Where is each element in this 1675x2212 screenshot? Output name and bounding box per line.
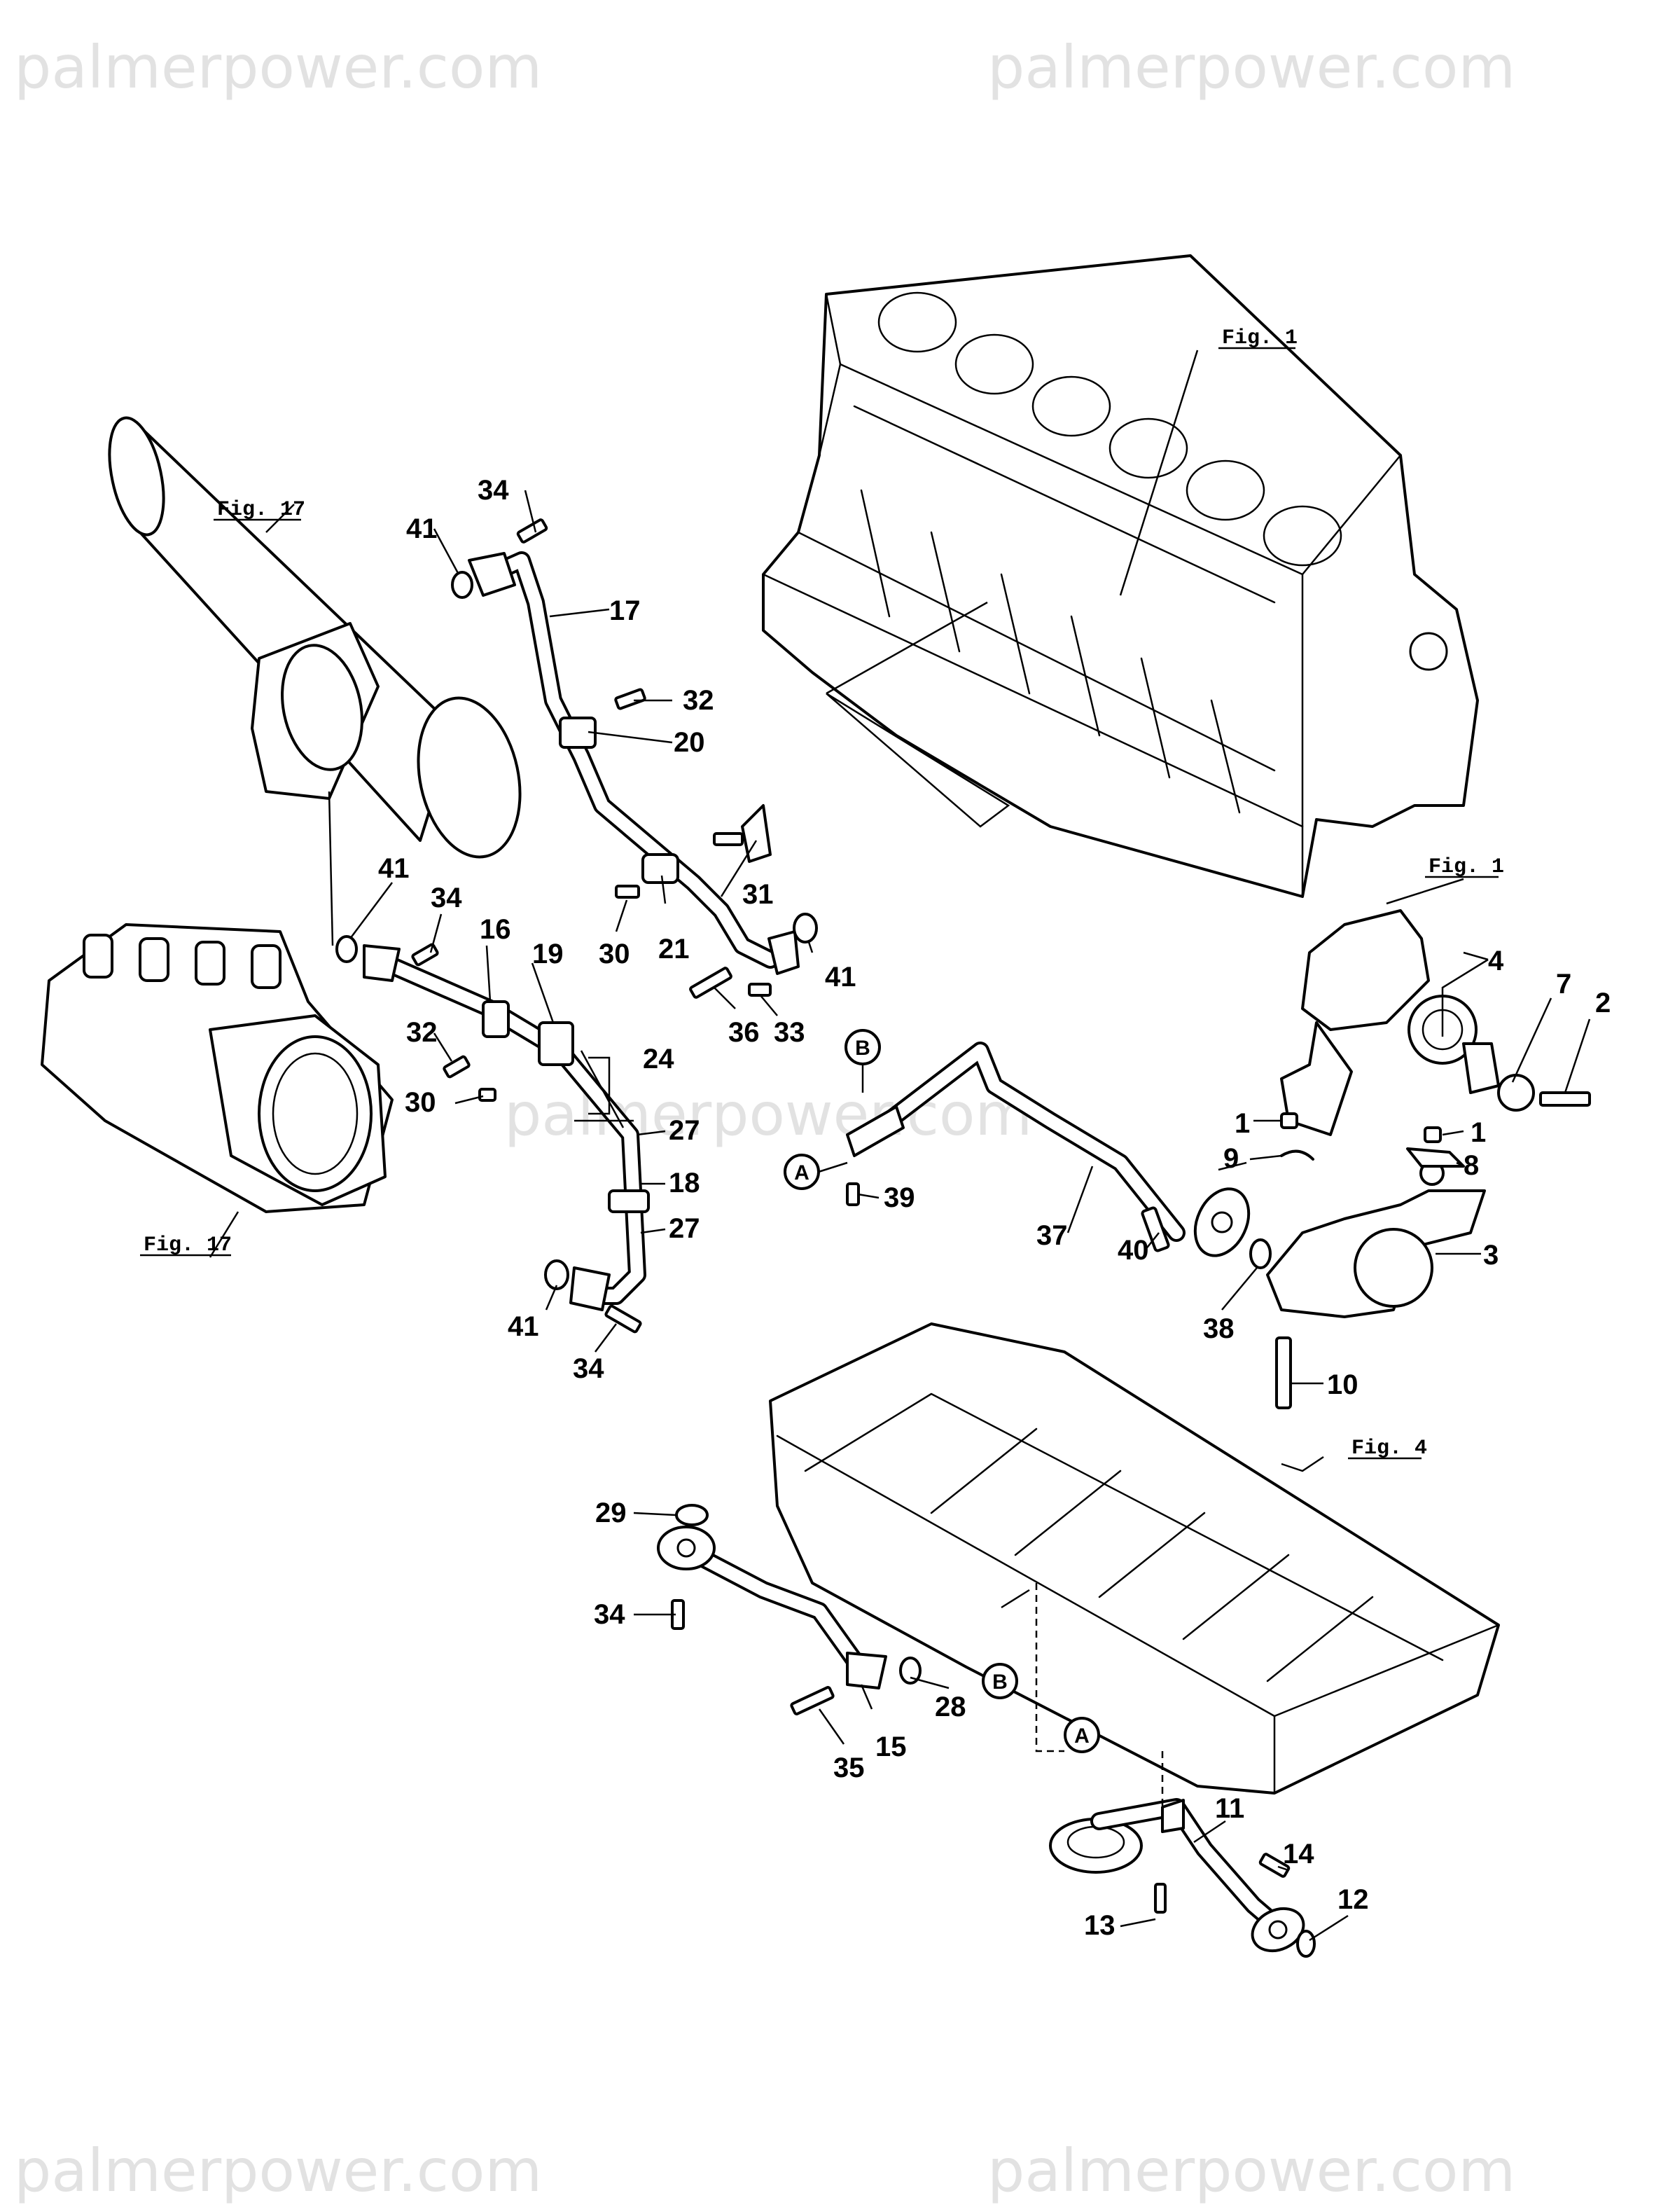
callout-labels: 1 1 2 3 4 7 8 9 10 11 12 13 14 15 16 17 … — [378, 475, 1611, 1941]
oil-pan-baffles — [930, 1428, 1374, 1682]
callout-3: 3 — [1483, 1240, 1499, 1271]
callout-17: 17 — [609, 595, 641, 626]
callout-34: 34 — [478, 475, 509, 506]
hardware — [335, 518, 1591, 1958]
callout-10: 10 — [1327, 1369, 1358, 1400]
connector-a-lower: A — [1074, 1724, 1090, 1748]
connector-b-lower: B — [992, 1671, 1008, 1694]
o-ring-29 — [675, 1504, 709, 1526]
callout-30: 30 — [405, 1087, 436, 1118]
callout-34: 34 — [431, 883, 462, 913]
fig-ref-filter: Fig. 17 — [217, 498, 305, 522]
injector-outlets — [83, 934, 282, 989]
connector-a-upper: A — [794, 1161, 809, 1184]
oil-pipe-17 — [468, 551, 800, 975]
callout-19: 19 — [532, 939, 564, 969]
callout-36: 36 — [728, 1017, 760, 1048]
oil-pump-assembly — [1266, 909, 1535, 1409]
callout-38: 38 — [1203, 1313, 1235, 1344]
dowel-1a — [1280, 1112, 1298, 1129]
watermark-top-right: palmerpower.com — [987, 33, 1515, 102]
callout-12: 12 — [1337, 1884, 1369, 1915]
callout-1: 1 — [1471, 1117, 1486, 1148]
o-ring-41b — [793, 913, 818, 943]
watermark-bottom-left: palmerpower.com — [14, 2136, 542, 2205]
callout-11: 11 — [1215, 1793, 1244, 1824]
connector-markers: B A B A — [784, 1029, 1100, 1753]
oil-pipe-15 — [657, 1526, 887, 1689]
callout-33: 33 — [774, 1017, 805, 1048]
connector-b-upper: B — [855, 1037, 870, 1060]
dowel-1b — [1424, 1126, 1442, 1143]
callout-9: 9 — [1223, 1143, 1239, 1174]
callout-35: 35 — [833, 1753, 865, 1783]
callout-24: 24 — [643, 1044, 674, 1074]
callout-40: 40 — [1118, 1235, 1149, 1266]
callout-41: 41 — [406, 513, 438, 544]
callout-18: 18 — [669, 1168, 700, 1198]
callout-32: 32 — [406, 1017, 438, 1048]
watermark-top-left: palmerpower.com — [14, 33, 542, 102]
o-ring-41a — [451, 571, 473, 599]
callout-7: 7 — [1556, 969, 1571, 1000]
fig-ref-oil-pan: Fig. 4 — [1351, 1437, 1427, 1460]
oil-pipe-37 — [846, 1042, 1251, 1257]
fig-ref-fuel-pump: Fig. 17 — [144, 1233, 232, 1257]
callout-34: 34 — [573, 1353, 604, 1384]
callout-41: 41 — [508, 1311, 539, 1342]
callout-27: 27 — [669, 1213, 700, 1244]
leader-lines — [209, 350, 1591, 1942]
callout-34: 34 — [594, 1599, 625, 1630]
cylinder-block — [762, 254, 1479, 898]
callout-37: 37 — [1036, 1220, 1068, 1251]
block-ribs — [860, 489, 1241, 814]
callout-4: 4 — [1488, 946, 1504, 976]
callout-30: 30 — [599, 939, 630, 969]
callout-29: 29 — [595, 1498, 627, 1528]
callout-16: 16 — [480, 914, 511, 945]
callout-13: 13 — [1084, 1910, 1115, 1941]
callout-15: 15 — [875, 1731, 907, 1762]
figure-references: Fig. 1 Fig. 1 Fig. 17 Fig. 17 Fig. 4 — [140, 326, 1504, 1460]
fig-ref-block-rear: Fig. 1 — [1429, 855, 1504, 879]
callout-39: 39 — [884, 1182, 915, 1213]
callout-41: 41 — [378, 853, 410, 884]
oil-filter — [108, 416, 522, 946]
callout-32: 32 — [683, 685, 714, 716]
callout-2: 2 — [1595, 988, 1611, 1018]
callout-14: 14 — [1283, 1839, 1314, 1869]
fig-ref-block-top: Fig. 1 — [1222, 326, 1298, 350]
oil-strainer — [1049, 1798, 1305, 1953]
o-ring-12 — [1296, 1930, 1316, 1958]
o-ring-41c — [335, 935, 358, 963]
callout-20: 20 — [674, 727, 705, 758]
o-ring-41d — [544, 1259, 569, 1290]
callout-31: 31 — [742, 879, 774, 910]
o-ring-38 — [1249, 1238, 1272, 1269]
oil-pipe-16 — [363, 944, 650, 1311]
callout-41: 41 — [825, 962, 856, 993]
callout-8: 8 — [1464, 1150, 1479, 1181]
callout-1: 1 — [1235, 1108, 1250, 1139]
callout-27: 27 — [669, 1115, 700, 1146]
o-ring-28 — [899, 1657, 922, 1685]
cylinder-bores — [877, 291, 1342, 567]
fuel-injection-pump — [41, 923, 394, 1213]
oil-pan — [769, 1322, 1500, 1795]
watermark-bottom-right: palmerpower.com — [987, 2136, 1515, 2205]
callout-21: 21 — [658, 934, 690, 965]
callout-28: 28 — [935, 1692, 966, 1722]
